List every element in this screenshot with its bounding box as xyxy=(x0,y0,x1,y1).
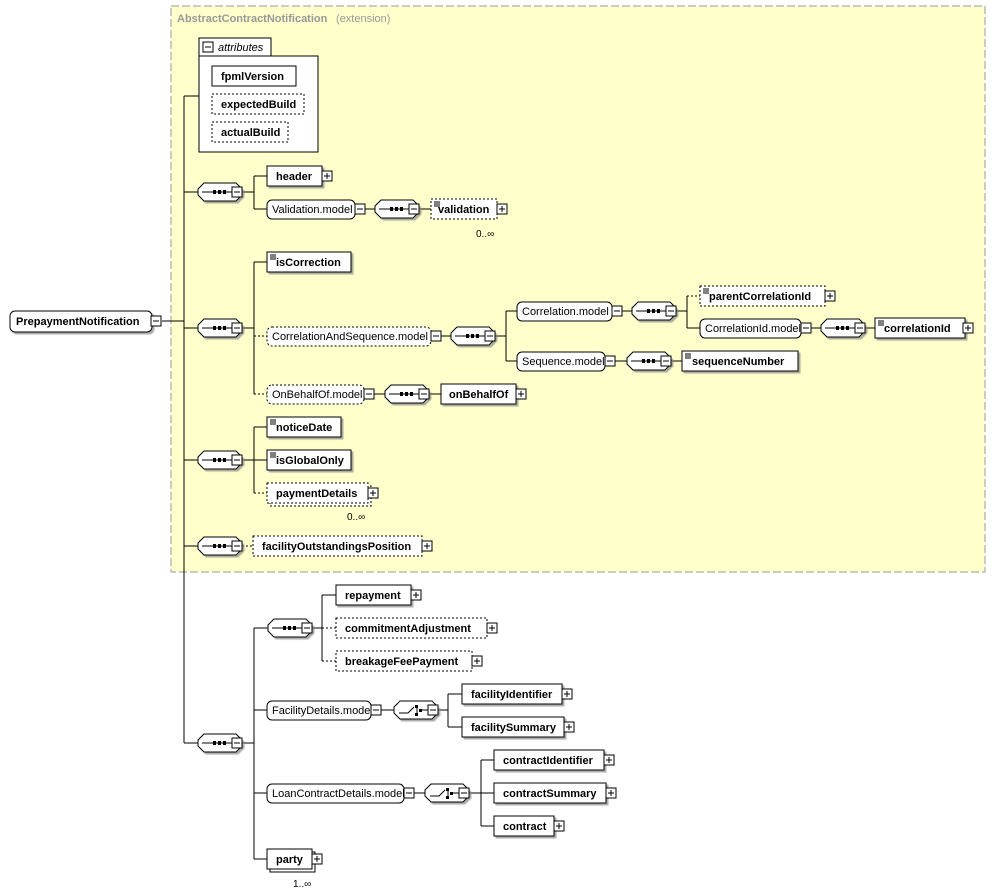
element-parentCorrelationId[interactable]: parentCorrelationId xyxy=(699,285,836,307)
svg-text:breakageFeePayment: breakageFeePayment xyxy=(345,656,458,668)
extension-subtitle: (extension) xyxy=(336,13,390,25)
svg-text:validation: validation xyxy=(438,204,490,216)
group-sequence-model[interactable]: Sequence.model xyxy=(516,351,616,372)
group-facilityDetails-model[interactable]: FacilityDetails.model xyxy=(266,700,382,721)
element-repayment[interactable]: repayment xyxy=(335,584,422,606)
group-correlation-model[interactable]: Correlation.model xyxy=(516,301,623,322)
svg-text:isCorrection: isCorrection xyxy=(276,257,341,269)
element-header[interactable]: header xyxy=(266,165,333,187)
element-validation[interactable]: validation 0..∞ xyxy=(430,198,508,240)
element-contractIdentifier[interactable]: contractIdentifier xyxy=(493,749,615,771)
compositor-collapse-icons xyxy=(231,186,866,799)
element-paymentDetails[interactable]: paymentDetails 0..∞ xyxy=(266,482,379,523)
svg-text:party: party xyxy=(276,854,304,866)
sequence-compositor[interactable] xyxy=(197,182,243,202)
attributes-group: attributes fpmlVersion expectedBuild act… xyxy=(198,37,319,153)
svg-text:contractIdentifier: contractIdentifier xyxy=(503,755,594,767)
element-correlationId[interactable]: correlationId xyxy=(874,317,974,339)
svg-text:parentCorrelationId: parentCorrelationId xyxy=(709,291,811,303)
svg-text:facilityIdentifier: facilityIdentifier xyxy=(471,689,553,701)
svg-text:fpmlVersion: fpmlVersion xyxy=(221,71,284,83)
svg-text:FacilityDetails.model: FacilityDetails.model xyxy=(272,705,373,717)
element-commitmentAdjustment[interactable]: commitmentAdjustment xyxy=(335,617,498,639)
element-facilitySummary[interactable]: facilitySummary xyxy=(461,716,575,738)
attributes-label: attributes xyxy=(218,42,264,54)
svg-text:CorrelationId.model: CorrelationId.model xyxy=(705,323,801,335)
svg-text:contractSummary: contractSummary xyxy=(503,788,597,800)
element-isGlobalOnly[interactable]: isGlobalOnly xyxy=(266,449,352,471)
element-sequenceNumber[interactable]: sequenceNumber xyxy=(681,350,799,372)
element-onBehalfOf[interactable]: onBehalfOf xyxy=(440,383,527,405)
attribute-fpmlVersion[interactable]: fpmlVersion xyxy=(211,65,297,87)
attribute-actualBuild[interactable]: actualBuild xyxy=(211,121,289,143)
choice-compositor[interactable] xyxy=(393,700,439,720)
occurrence-validation: 0..∞ xyxy=(476,229,494,240)
svg-text:Validation.model: Validation.model xyxy=(272,204,353,216)
sequence-compositor[interactable] xyxy=(197,450,243,470)
group-loanContractDetails-model[interactable]: LoanContractDetails.model xyxy=(266,783,415,804)
svg-text:repayment: repayment xyxy=(345,590,401,602)
element-breakageFeePayment[interactable]: breakageFeePayment xyxy=(335,650,483,672)
extension-title: AbstractContractNotification xyxy=(177,13,328,25)
element-noticeDate[interactable]: noticeDate xyxy=(266,416,342,438)
svg-text:PrepaymentNotification: PrepaymentNotification xyxy=(16,316,140,328)
element-party[interactable]: party 1..∞ xyxy=(266,848,323,890)
group-correlationId-model[interactable]: CorrelationId.model xyxy=(699,318,812,339)
sequence-compositor[interactable] xyxy=(631,301,677,321)
svg-text:noticeDate: noticeDate xyxy=(276,422,332,434)
svg-text:Sequence.model: Sequence.model xyxy=(522,356,605,368)
attribute-expectedBuild[interactable]: expectedBuild xyxy=(211,93,305,115)
svg-text:facilityOutstandingsPosition: facilityOutstandingsPosition xyxy=(262,541,411,553)
element-facilityIdentifier[interactable]: facilityIdentifier xyxy=(461,683,573,705)
element-facilityOutstandingsPosition[interactable]: facilityOutstandingsPosition xyxy=(252,535,433,557)
element-contract[interactable]: contract xyxy=(493,815,565,837)
svg-text:CorrelationAndSequence.model: CorrelationAndSequence.model xyxy=(272,331,428,343)
group-onBehalfOf-model[interactable]: OnBehalfOf.model xyxy=(266,384,375,405)
sequence-compositor[interactable] xyxy=(450,326,496,346)
svg-text:header: header xyxy=(276,171,313,183)
svg-text:commitmentAdjustment: commitmentAdjustment xyxy=(345,623,471,635)
sequence-compositor[interactable] xyxy=(267,618,313,638)
svg-text:sequenceNumber: sequenceNumber xyxy=(692,356,785,368)
sequence-compositor[interactable] xyxy=(820,318,866,338)
attributes-collapse-icon[interactable] xyxy=(202,41,214,53)
occurrence-party: 1..∞ xyxy=(293,879,311,890)
svg-text:expectedBuild: expectedBuild xyxy=(221,99,296,111)
connectors xyxy=(162,95,875,860)
svg-text:LoanContractDetails.model: LoanContractDetails.model xyxy=(272,788,405,800)
element-contractSummary[interactable]: contractSummary xyxy=(493,782,617,804)
svg-text:onBehalfOf: onBehalfOf xyxy=(449,389,509,401)
svg-text:paymentDetails: paymentDetails xyxy=(276,488,357,500)
svg-text:OnBehalfOf.model: OnBehalfOf.model xyxy=(272,389,363,401)
group-validation-model[interactable]: Validation.model xyxy=(266,199,366,220)
group-correlation-sequence-model[interactable]: CorrelationAndSequence.model xyxy=(266,326,442,347)
sequence-compositor[interactable] xyxy=(626,351,672,371)
svg-text:facilitySummary: facilitySummary xyxy=(471,722,557,734)
choice-compositor[interactable] xyxy=(424,783,470,803)
occurrence-paymentDetails: 0..∞ xyxy=(347,512,365,523)
element-isCorrection[interactable]: isCorrection xyxy=(266,251,352,273)
svg-text:isGlobalOnly: isGlobalOnly xyxy=(276,455,345,467)
root-element[interactable]: PrepaymentNotification xyxy=(9,310,162,333)
svg-text:contract: contract xyxy=(503,821,547,833)
svg-text:correlationId: correlationId xyxy=(884,323,951,335)
svg-text:Correlation.model: Correlation.model xyxy=(522,306,609,318)
svg-text:actualBuild: actualBuild xyxy=(221,127,280,139)
